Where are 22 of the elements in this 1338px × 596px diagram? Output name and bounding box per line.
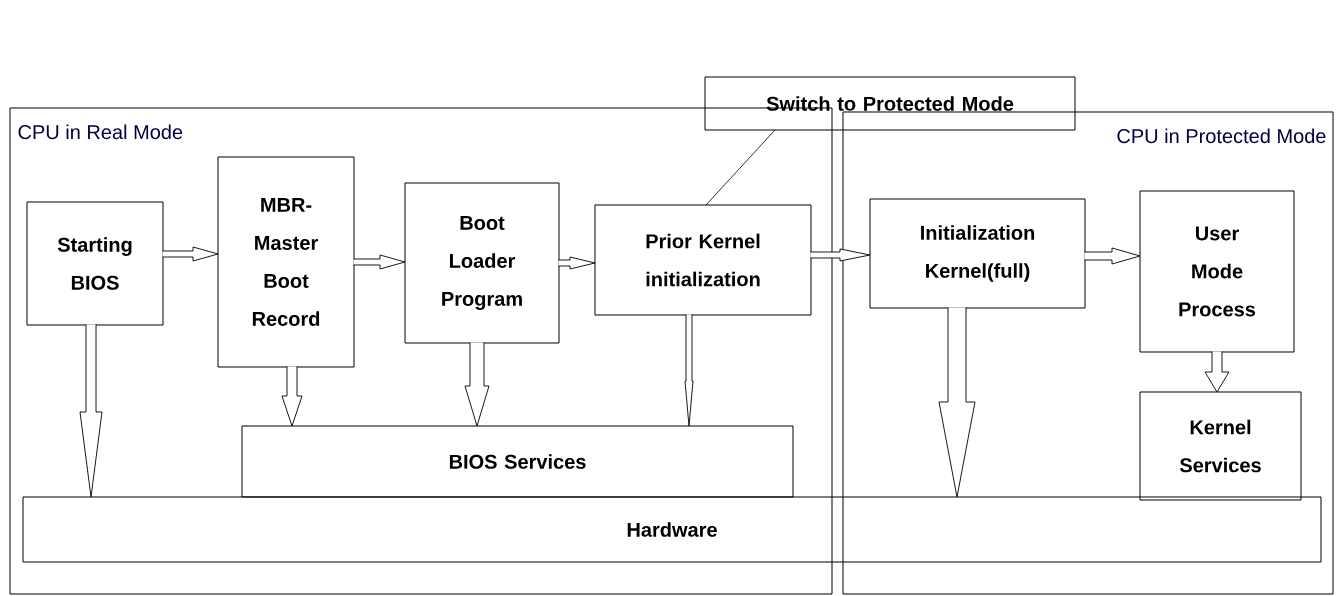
block-arrow xyxy=(684,314,694,427)
block-arrow xyxy=(1084,247,1141,265)
block-arrow xyxy=(558,256,596,270)
process-box: Boot Loader Program xyxy=(404,182,560,344)
process-box: User Mode Process xyxy=(1139,190,1295,353)
process-box: Initialization Kernel(full) xyxy=(869,198,1086,309)
process-box: Switch to Protected Mode xyxy=(704,76,1076,131)
process-box: BIOS Services xyxy=(241,425,794,498)
process-box: Starting BIOS xyxy=(26,201,164,326)
leader-line xyxy=(705,129,776,206)
process-box: Hardware xyxy=(22,496,1322,563)
block-arrow xyxy=(79,324,103,498)
block-arrow xyxy=(464,342,490,427)
block-arrow xyxy=(810,248,871,262)
block-arrow xyxy=(938,307,976,498)
block-arrow xyxy=(1204,351,1230,393)
process-box: Prior Kernel initialization xyxy=(594,204,812,316)
block-arrow xyxy=(162,246,219,262)
block-arrow xyxy=(353,254,406,270)
process-box: MBR- Master Boot Record xyxy=(217,156,355,368)
block-arrow xyxy=(281,366,303,427)
process-box: Kernel Services xyxy=(1139,391,1302,501)
